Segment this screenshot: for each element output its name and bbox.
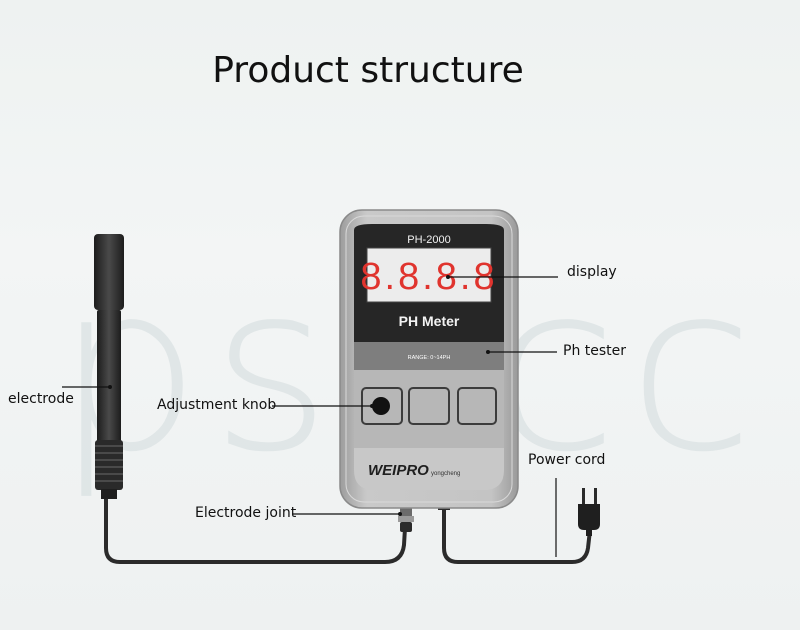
leader-dots <box>108 275 490 516</box>
electrode-cable <box>104 493 407 564</box>
leader-lines <box>62 276 558 557</box>
product-name-text: PH Meter <box>399 313 460 329</box>
range-text: RANGE: 0~14PH <box>408 355 451 361</box>
label-power-cord: Power cord <box>528 452 606 468</box>
label-adjustment-knob: Adjustment knob <box>157 397 277 413</box>
electrode-probe <box>94 234 124 499</box>
power-cable <box>442 503 592 564</box>
brand-subtext: yongcheng <box>431 471 460 477</box>
adjustment-knob <box>372 397 390 415</box>
label-electrode-joint: Electrode joint <box>195 505 297 521</box>
power-plug <box>578 488 600 536</box>
probe-grip <box>95 440 123 490</box>
keypad <box>361 387 497 425</box>
label-display: display <box>567 264 617 280</box>
label-ph-tester: Ph tester <box>563 343 627 359</box>
device-model-text: PH-2000 <box>407 234 450 246</box>
label-electrode: electrode <box>8 391 74 407</box>
ph-meter-device <box>339 209 519 509</box>
brand-text: WEIPRO <box>368 462 429 479</box>
diagram-title: Product structure <box>212 50 524 91</box>
